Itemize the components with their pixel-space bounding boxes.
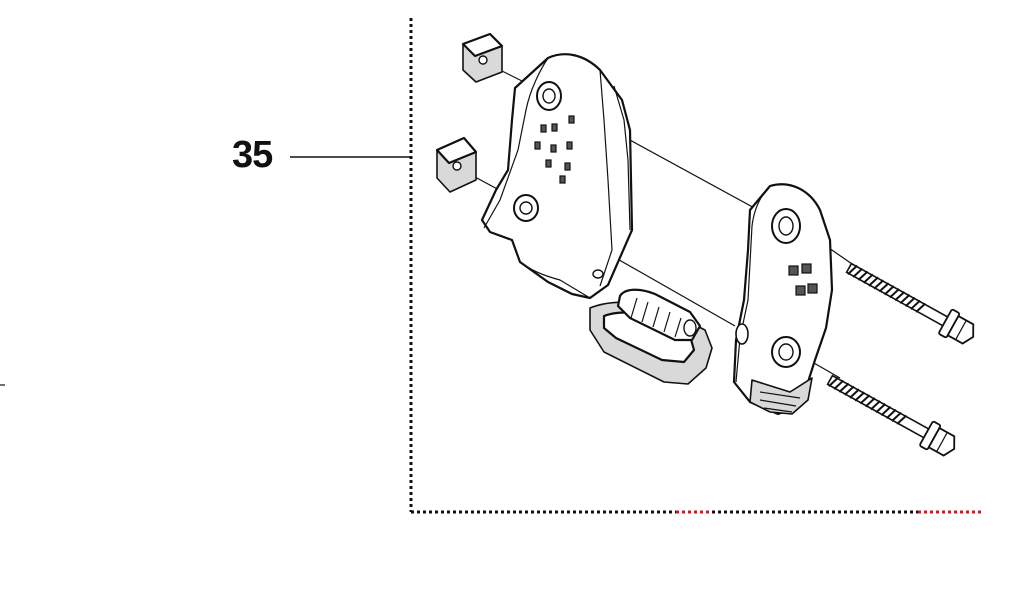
group-boundary: [409, 18, 982, 514]
rubber-cushion: [589, 288, 713, 385]
left-bracket: [480, 53, 634, 300]
screw-upper: [845, 262, 975, 345]
callout-number: 35: [232, 134, 273, 176]
screw-lower: [826, 374, 956, 457]
square-nut-lower: [435, 136, 478, 193]
square-nut-upper: [461, 32, 504, 83]
right-bracket: [732, 183, 834, 416]
